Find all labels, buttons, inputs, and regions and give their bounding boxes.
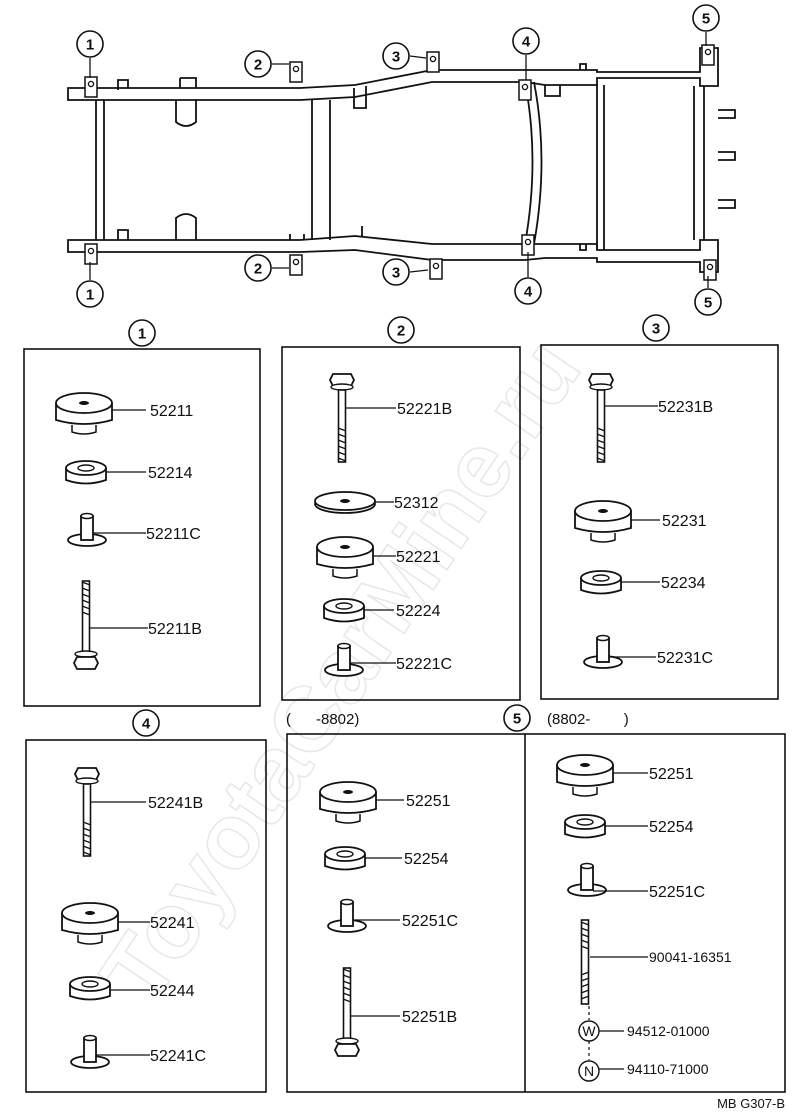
part-52231B-bolt: [588, 373, 614, 463]
part-label-52241: 52241: [150, 915, 195, 932]
part-label-52251B: 52251B: [402, 1009, 457, 1026]
frame-mount-2-top: [289, 61, 303, 83]
part-label-52231C: 52231C: [657, 650, 713, 667]
part-label-52231B: 52231B: [658, 399, 713, 416]
part-label-52231: 52231: [662, 513, 707, 530]
part-label-52221: 52221: [396, 549, 441, 566]
callout-5-bottom: 5: [704, 295, 712, 312]
part-52241B-bolt: [74, 767, 100, 857]
frame-mount-2-bottom: [289, 254, 303, 276]
frame-mount-4-top: [518, 79, 532, 101]
part-label-94110-71000: 94110-71000: [627, 1061, 709, 1077]
part-label-52211: 52211: [150, 403, 193, 420]
nut-symbol: [578, 1060, 600, 1082]
part-label-52221C: 52221C: [396, 656, 452, 673]
ladder-frame: [67, 47, 736, 273]
part-label-52254-late: 52254: [649, 819, 694, 836]
frame-mount-5-top: [701, 44, 715, 66]
frame-callouts-bottom: 1 2 3 4 5: [76, 254, 722, 316]
part-52241C-collar: [70, 1034, 110, 1069]
part-label-52241C: 52241C: [150, 1048, 206, 1065]
part-52254-ring-late: [564, 814, 606, 839]
group-2-callout: 2: [397, 323, 405, 340]
part-52211B-bolt: [73, 580, 99, 670]
part-label-52241B: 52241B: [148, 795, 203, 812]
part-label-52254-early: 52254: [404, 851, 449, 868]
callout-2-bottom: 2: [254, 261, 262, 278]
part-52211C-collar: [67, 512, 107, 547]
part-label-52224: 52224: [396, 603, 441, 620]
group-5-callout: 5: [513, 711, 521, 728]
group-4-panel: 4 52241B 52241 52244 52241C: [25, 709, 267, 1093]
part-label-52244: 52244: [150, 983, 195, 1000]
group-3-callout: 3: [652, 321, 660, 338]
part-52214-ring: [65, 460, 107, 485]
frame-callouts-top: 1 2 3 4 5: [76, 4, 720, 78]
group-4-callout: 4: [142, 716, 151, 733]
reference-code: MB G307-B: [717, 1096, 785, 1111]
frame-mount-1-bottom: [84, 243, 98, 265]
group-3-panel: 3 52231B 52231 52234 52231C: [540, 314, 779, 700]
part-52211-cushion: [55, 392, 113, 435]
part-52251-cushion-early: [319, 781, 377, 824]
part-label-90041-16351: 90041-16351: [649, 949, 732, 965]
part-52234-ring: [580, 570, 622, 595]
period-from-8802: (8802- ): [547, 711, 629, 728]
part-52231C-collar: [583, 634, 623, 669]
group-2-panel: 2 52221B 52312 52221 52224 52221C: [281, 316, 521, 701]
callout-1-bottom: 1: [86, 287, 94, 304]
callout-1-top: 1: [86, 37, 94, 54]
part-label-52211C: 52211C: [146, 526, 201, 543]
part-label-52312: 52312: [394, 495, 439, 512]
callout-3-top: 3: [392, 49, 400, 66]
group-5-panel: 5 ( -8802) (8802- ) 52251 52254 52251C 5…: [286, 704, 786, 1093]
part-52221B-bolt: [329, 373, 355, 463]
frame-mount-3-top: [426, 51, 440, 73]
group-1-callout: 1: [138, 326, 146, 343]
part-label-52211B: 52211B: [148, 621, 202, 638]
part-52251-cushion-late: [556, 754, 614, 797]
part-label-52234: 52234: [661, 575, 706, 592]
part-52251C-collar-early: [327, 898, 367, 933]
part-52244-ring: [69, 976, 111, 1001]
part-label-52251C-late: 52251C: [649, 884, 705, 901]
callout-2-top: 2: [254, 57, 262, 74]
part-label-52251C-early: 52251C: [402, 913, 458, 930]
callout-5-top: 5: [702, 11, 710, 28]
period-until-8802: ( -8802): [286, 711, 359, 728]
callout-leaders: [89, 32, 709, 288]
part-label-52214: 52214: [148, 465, 193, 482]
washer-symbol-letter: W: [582, 1023, 596, 1039]
callout-3-bottom: 3: [392, 265, 400, 282]
group-1-panel: 1 52211 52214 52211C 52211B: [23, 319, 261, 707]
part-52254-ring-early: [324, 846, 366, 871]
callout-4-bottom: 4: [524, 284, 533, 301]
frame-mount-1-top: [84, 76, 98, 98]
part-52224-ring: [323, 598, 365, 623]
part-label-52221B: 52221B: [397, 401, 452, 418]
frame-mount-3-bottom: [429, 258, 443, 280]
frame-mount-5-bottom: [703, 259, 717, 281]
callout-4-top: 4: [522, 34, 531, 51]
part-label-94512-01000: 94512-01000: [627, 1023, 710, 1039]
part-90041-16351-stud: [580, 919, 590, 1005]
nut-symbol-letter: N: [584, 1063, 594, 1079]
part-label-52251-late: 52251: [649, 766, 694, 783]
part-label-52251-early: 52251: [406, 793, 451, 810]
part-52312-washer: [314, 491, 376, 514]
part-52251B-bolt: [334, 967, 360, 1057]
part-52231-cushion: [574, 500, 632, 543]
